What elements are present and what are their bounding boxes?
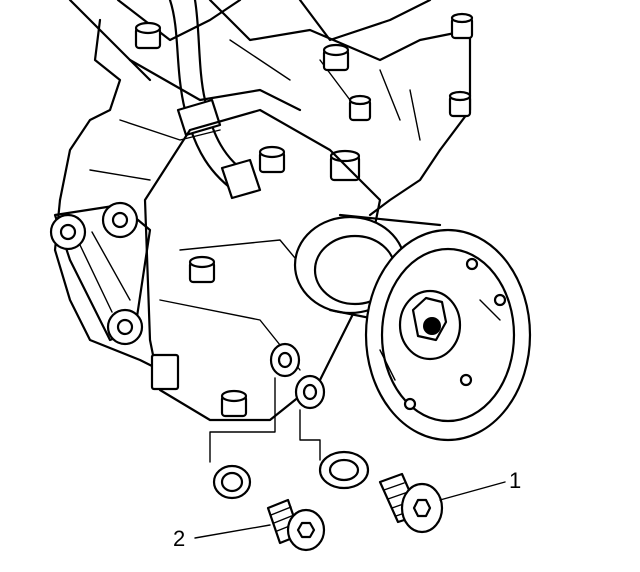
pump-pulley	[293, 213, 532, 442]
callout-2-leader	[194, 524, 271, 539]
exploded-leader-lines	[209, 377, 321, 463]
coolant-pipe	[168, 0, 262, 200]
housing-bolts	[134, 12, 474, 418]
callout-1-leader	[439, 481, 506, 501]
callout-1-label: 1	[509, 468, 522, 493]
mounting-bracket	[49, 201, 152, 346]
pump-body	[143, 108, 382, 422]
bolt-1	[378, 472, 444, 534]
o-ring-seals	[212, 450, 370, 500]
bolt-2	[266, 498, 326, 552]
pump-tab	[150, 353, 180, 391]
callout-2-label: 2	[173, 526, 186, 551]
